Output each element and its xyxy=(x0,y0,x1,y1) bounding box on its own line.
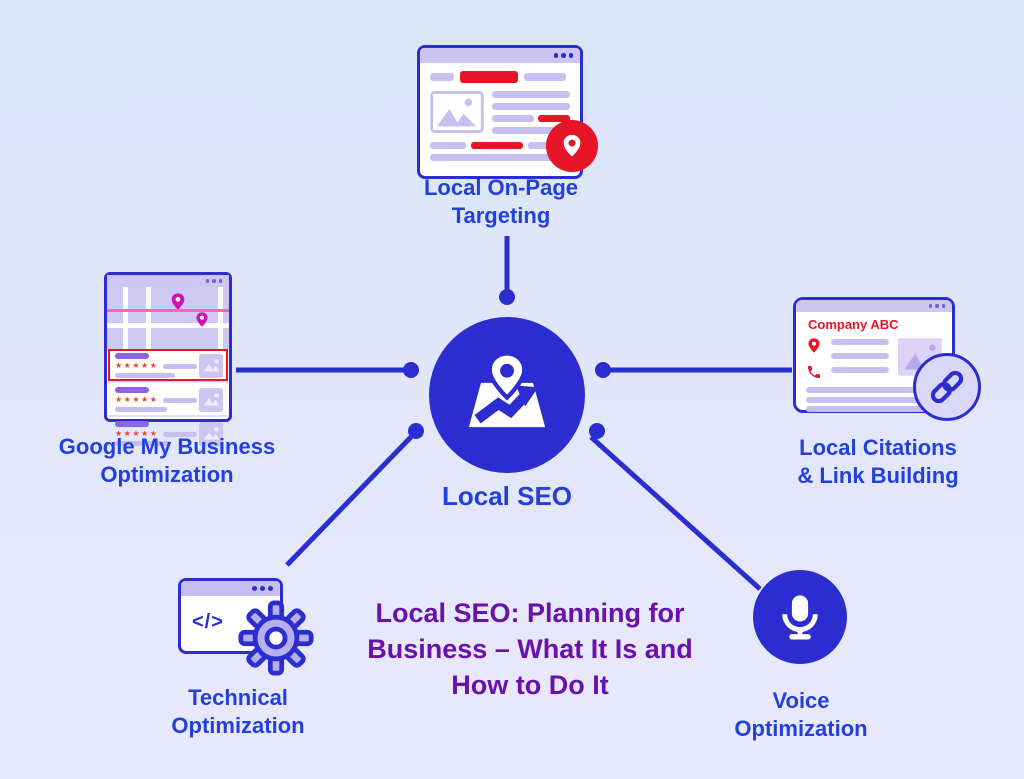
map-section xyxy=(107,287,229,349)
page-title: Local SEO: Planning for Business – What … xyxy=(367,598,693,700)
placeholder-bar xyxy=(831,339,890,345)
placeholder-bar xyxy=(115,407,167,412)
chain-link-icon xyxy=(930,370,964,404)
placeholder-bar-red xyxy=(538,115,570,122)
microphone-icon xyxy=(782,595,818,640)
listing-row: ★★★★★ xyxy=(107,349,229,381)
gmb-titlebar xyxy=(107,275,229,287)
map-pin-icon xyxy=(172,293,185,310)
image-placeholder-icon xyxy=(199,421,223,446)
center-hub-label: Local SEO xyxy=(441,481,573,511)
map-road xyxy=(217,287,223,349)
address-pin-icon xyxy=(808,338,820,353)
window-dot-icon xyxy=(935,304,939,308)
placeholder-bar xyxy=(115,373,175,378)
technical-label: Technical Optimization xyxy=(171,685,305,738)
listing-title-bar xyxy=(115,387,149,393)
placeholder-bar xyxy=(806,406,942,412)
location-badge xyxy=(546,120,598,172)
placeholder-bar xyxy=(163,363,198,369)
highlight-box xyxy=(108,349,228,381)
onpage-browser-illustration xyxy=(417,45,598,179)
browser-content xyxy=(420,63,580,169)
window-dot-icon xyxy=(928,304,932,308)
gmb-label: Google My Business Optimization xyxy=(58,434,276,487)
placeholder-bar xyxy=(524,73,566,81)
image-placeholder-icon xyxy=(430,91,484,133)
map-road xyxy=(146,287,152,349)
placeholder-bar xyxy=(115,441,171,446)
gear-badge xyxy=(238,600,314,681)
placeholder-bar xyxy=(492,103,570,110)
placeholder-bar xyxy=(806,396,942,403)
placeholder-bar-red xyxy=(460,71,518,83)
window-dot-icon xyxy=(205,279,209,283)
gear-icon xyxy=(238,600,314,676)
placeholder-bar xyxy=(492,127,560,134)
pin-icon xyxy=(563,134,581,157)
placeholder-bar xyxy=(430,154,563,161)
window-dot-icon xyxy=(553,53,558,58)
image-placeholder-icon xyxy=(199,353,223,378)
citations-label: Local Citations & Link Building xyxy=(797,435,959,488)
center-hub-circle xyxy=(429,317,585,473)
rating-stars: ★★★★★ xyxy=(115,361,159,370)
listing-row: ★★★★★ xyxy=(107,415,229,449)
window-dot-icon xyxy=(260,586,265,591)
map-pin-icon xyxy=(196,312,208,327)
phone-icon xyxy=(808,366,821,378)
placeholder-bar xyxy=(492,91,570,98)
placeholder-bar xyxy=(831,353,890,359)
image-placeholder-icon xyxy=(199,387,223,412)
map-road xyxy=(107,322,229,328)
onpage-label: Local On-Page Targeting xyxy=(423,175,579,228)
window-dot-icon xyxy=(218,279,222,283)
map-route-line xyxy=(107,309,229,312)
link-building-badge xyxy=(913,353,981,421)
listing-title-bar xyxy=(115,353,149,359)
code-titlebar xyxy=(181,581,280,596)
placeholder-bar xyxy=(163,397,198,403)
window-dot-icon xyxy=(941,304,945,308)
placeholder-bar xyxy=(430,73,454,81)
rating-stars: ★★★★★ xyxy=(115,395,159,404)
window-dot-icon xyxy=(568,53,573,58)
browser-titlebar xyxy=(420,48,580,63)
citation-titlebar xyxy=(796,300,952,312)
listing-row: ★★★★★ xyxy=(107,381,229,415)
company-name: Company ABC xyxy=(808,317,899,332)
placeholder-bar xyxy=(831,367,890,373)
window-dot-icon xyxy=(268,586,273,591)
code-glyph: </> xyxy=(192,610,224,633)
placeholder-bar xyxy=(806,387,942,393)
listing-title-bar xyxy=(115,421,149,427)
window-dot-icon xyxy=(561,53,566,58)
window-dot-icon xyxy=(252,586,257,591)
map-pin-icon xyxy=(468,351,546,428)
window-dot-icon xyxy=(212,279,216,283)
placeholder-bar-red xyxy=(471,142,523,149)
gmb-card-illustration: ★★★★★ ★★★★★ xyxy=(104,272,232,446)
placeholder-bar xyxy=(492,115,534,122)
voice-badge xyxy=(753,570,847,664)
rating-stars: ★★★★★ xyxy=(115,429,159,438)
map-road xyxy=(122,287,128,349)
voice-label: Voice Optimization xyxy=(734,688,868,741)
placeholder-bar xyxy=(163,431,198,437)
placeholder-bar xyxy=(430,142,466,149)
